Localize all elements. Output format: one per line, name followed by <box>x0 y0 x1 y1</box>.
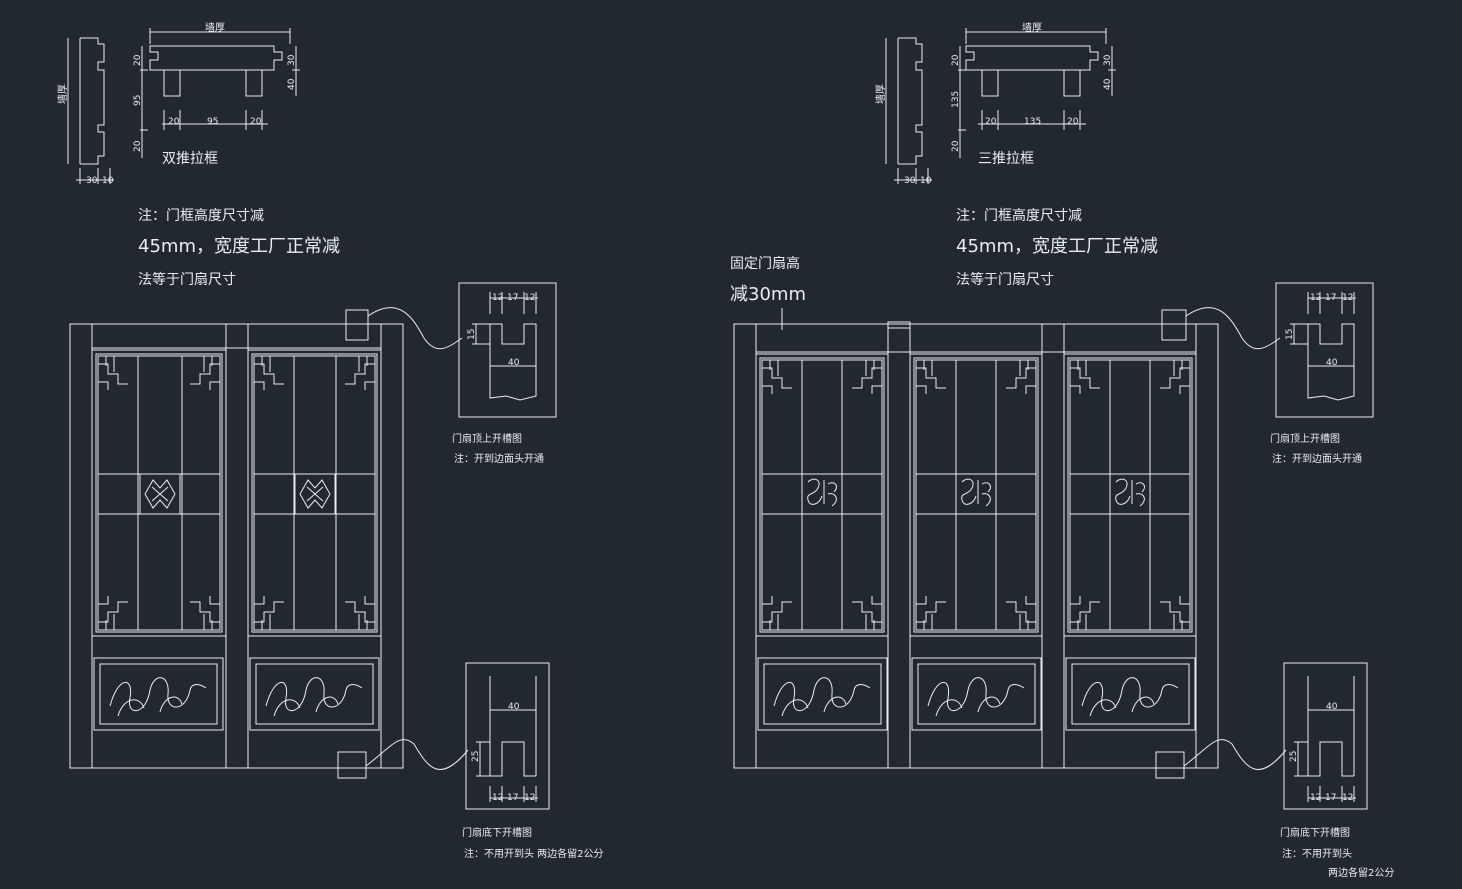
dim-d3: 20 <box>951 140 961 152</box>
bottom-dim-3: 12 <box>524 793 535 803</box>
bottom-groove-caption: 门扇底下开槽图 <box>462 826 532 839</box>
bottom-groove-caption: 门扇底下开槽图 <box>1280 826 1350 839</box>
thick-label: 墙厚 <box>874 84 887 104</box>
fixed-note-line-1: 固定门扇高 <box>730 255 800 272</box>
bottom-groove-note: 注：不用开到头 两边各留2公分 <box>464 847 604 860</box>
top-groove-note: 注：开到边面头开通 <box>1272 452 1362 465</box>
right-leaf-2 <box>909 353 1043 731</box>
width-label: 墙厚 <box>205 21 225 34</box>
top-dim-2: 17 <box>1325 293 1336 303</box>
dim-d2: 135 <box>951 91 961 108</box>
dim-h1: 30 <box>1103 54 1113 66</box>
dim-d1: 20 <box>133 54 143 66</box>
side-dim-2: 10 <box>102 176 114 186</box>
dim-d3: 20 <box>133 140 143 152</box>
bottom-dim-1: 12 <box>492 793 503 803</box>
left-note: 注：门框高度尺寸减 45mm，宽度工厂正常减 法等于门扇尺寸 <box>138 207 340 288</box>
dim-d1: 20 <box>951 54 961 66</box>
note-line-2: 45mm，宽度工厂正常减 <box>956 236 1158 257</box>
right-frame-profile: 墙厚 30 10 <box>874 37 932 186</box>
dim-h1: 30 <box>287 54 297 66</box>
right-frame-section: 墙厚 20 135 20 30 40 20 135 20 三推拉框 <box>951 21 1116 167</box>
bottom-dim-1: 12 <box>1310 793 1321 803</box>
top-dim-3: 12 <box>1342 293 1353 303</box>
note-line-3: 法等于门扇尺寸 <box>956 271 1054 288</box>
right-leaf-3 <box>1063 353 1197 731</box>
top-dim-1: 12 <box>492 293 503 303</box>
side-dim-1: 30 <box>86 176 98 186</box>
top-width: 40 <box>508 358 520 368</box>
top-depth: 15 <box>467 329 477 340</box>
top-groove-note: 注：开到边面头开通 <box>454 452 544 465</box>
dim-h2: 40 <box>287 78 297 90</box>
bottom-dim-2: 17 <box>507 793 518 803</box>
dim-b3: 20 <box>250 117 262 127</box>
bottom-dim-3: 12 <box>1342 793 1353 803</box>
fixed-note-line-2: 减30mm <box>730 284 806 305</box>
bottom-groove-note-2: 两边各留2公分 <box>1328 866 1394 879</box>
width-label: 墙厚 <box>1022 21 1042 34</box>
note-line-1: 注：门框高度尺寸减 <box>138 207 264 224</box>
dim-b1: 20 <box>985 117 997 127</box>
dim-b2: 95 <box>207 117 218 127</box>
left-leaf-2 <box>247 349 382 731</box>
bottom-depth: 25 <box>471 751 481 762</box>
dim-h2: 40 <box>1103 78 1113 90</box>
side-dim-2: 10 <box>920 176 932 186</box>
left-door-elevation <box>69 307 469 779</box>
right-note: 注：门框高度尺寸减 45mm，宽度工厂正常减 法等于门扇尺寸 <box>956 207 1158 288</box>
bottom-depth: 25 <box>1289 751 1299 762</box>
left-bottom-groove: 40 25 12 17 12 门扇底下开槽图 注：不用开到头 两边各留2公分 <box>462 662 604 860</box>
top-groove-caption: 门扇顶上开槽图 <box>452 432 522 445</box>
bottom-dim-2: 17 <box>1325 793 1336 803</box>
right-bottom-groove: 40 25 12 17 12 门扇底下开槽图 注：不用开到头 两边各留2公分 <box>1280 662 1394 879</box>
side-dim-1: 30 <box>904 176 916 186</box>
bottom-width: 40 <box>1326 702 1338 712</box>
right-fixed-note: 固定门扇高 减30mm <box>730 255 806 330</box>
left-frame-section: 墙厚 20 95 20 30 40 20 95 20 双推拉框 <box>133 21 300 167</box>
dim-b1: 20 <box>168 117 180 127</box>
section-caption: 三推拉框 <box>978 151 1034 167</box>
top-dim-3: 12 <box>524 293 535 303</box>
top-dim-2: 17 <box>507 293 518 303</box>
dim-b2: 135 <box>1024 117 1041 127</box>
right-leaf-1 <box>755 353 889 731</box>
dim-d2: 95 <box>133 95 143 106</box>
thick-label: 墙厚 <box>56 84 69 104</box>
bottom-groove-note: 注：不用开到头 <box>1282 847 1352 860</box>
right-door-elevation <box>733 307 1287 779</box>
section-caption: 双推拉框 <box>162 151 218 167</box>
left-frame-profile: 墙厚 30 10 <box>56 37 114 186</box>
top-groove-caption: 门扇顶上开槽图 <box>1270 432 1340 445</box>
note-line-2: 45mm，宽度工厂正常减 <box>138 236 340 257</box>
right-top-groove: 12 17 12 15 40 门扇顶上开槽图 注：开到边面头开通 <box>1270 282 1374 465</box>
note-line-1: 注：门框高度尺寸减 <box>956 207 1082 224</box>
dim-b3: 20 <box>1067 117 1079 127</box>
top-width: 40 <box>1326 358 1338 368</box>
top-depth: 15 <box>1285 329 1295 340</box>
left-leaf-1 <box>91 349 227 731</box>
left-top-groove: 12 17 12 15 40 门扇顶上开槽图 注：开到边面头开通 <box>452 282 557 465</box>
bottom-width: 40 <box>508 702 520 712</box>
note-line-3: 法等于门扇尺寸 <box>138 271 236 288</box>
top-dim-1: 12 <box>1310 293 1321 303</box>
